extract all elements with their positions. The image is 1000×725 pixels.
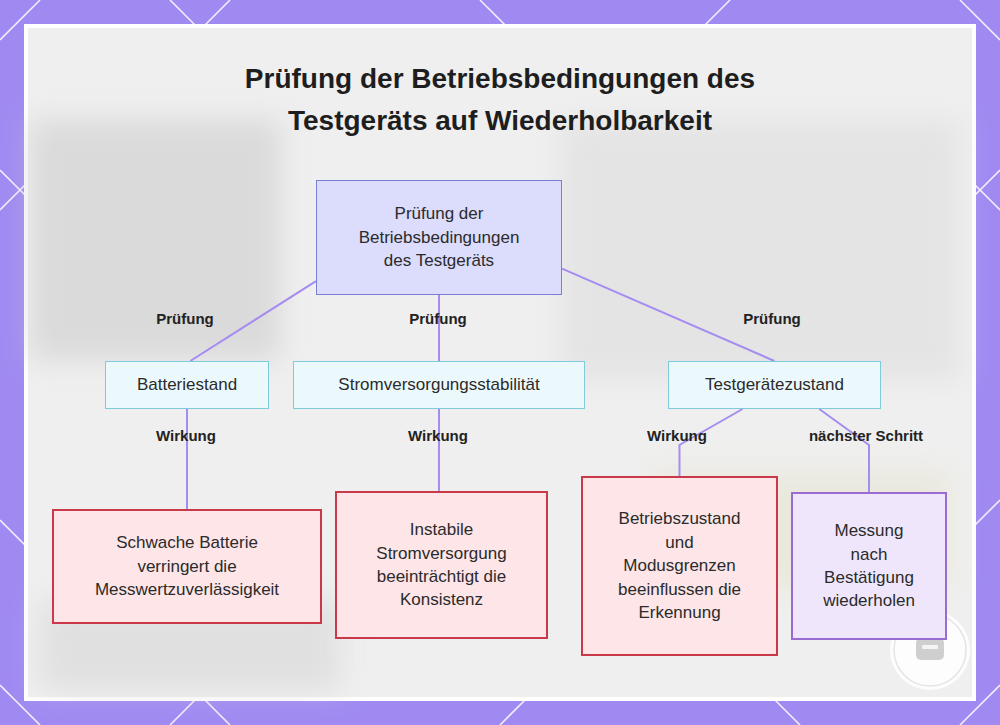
panel-fill xyxy=(28,28,972,697)
connector-line xyxy=(438,295,440,361)
effect-box: Instabile Stromversorgung beeinträchtigt… xyxy=(335,491,548,639)
check-box: Batteriestand xyxy=(105,361,269,409)
edge-label: Wirkung xyxy=(408,427,468,444)
edge-label: Wirkung xyxy=(156,427,216,444)
effect-box: Schwache Batterie verringert die Messwer… xyxy=(52,509,322,624)
node-text: Testgerätezustand xyxy=(705,373,844,396)
edge-label: Wirkung xyxy=(647,427,707,444)
check-box: Stromversorgungsstabilität xyxy=(293,361,585,409)
edge-label: Prüfung xyxy=(156,310,214,327)
node-text: Prüfung der Betriebsbedingungen des Test… xyxy=(344,202,534,272)
node-text: Messung nach Bestätigung wiederholen xyxy=(818,519,920,613)
action-box: Messung nach Bestätigung wiederholen xyxy=(791,492,947,640)
edge-label: Prüfung xyxy=(409,310,467,327)
node-text: Instabile Stromversorgung beeinträchtigt… xyxy=(372,518,512,612)
connector-line xyxy=(186,409,188,509)
effect-box: Betriebszustand und Modusgrenzen beeinfl… xyxy=(581,476,778,656)
badge-icon xyxy=(916,638,944,660)
node-text: Batteriestand xyxy=(137,373,237,396)
connector-line xyxy=(438,409,440,491)
diagram-title: Prüfung der Betriebsbedingungen des Test… xyxy=(200,58,800,142)
badge-icon-detail xyxy=(922,645,938,649)
edge-label: nächster Schritt xyxy=(809,427,923,444)
edge-label: Prüfung xyxy=(743,310,801,327)
node-text: Stromversorgungsstabilität xyxy=(338,373,539,396)
connector-line xyxy=(819,409,869,492)
blurred-photo xyxy=(30,120,960,690)
node-text: Betriebszustand und Modusgrenzen beeinfl… xyxy=(613,507,746,624)
panel-border xyxy=(24,24,976,701)
blur-shape xyxy=(30,120,280,360)
node-text: Schwache Batterie verringert die Messwer… xyxy=(85,531,290,601)
blur-shape xyxy=(560,120,960,380)
check-box: Testgerätezustand xyxy=(668,361,881,409)
connector-line xyxy=(562,269,775,361)
root-box: Prüfung der Betriebsbedingungen des Test… xyxy=(316,180,562,295)
